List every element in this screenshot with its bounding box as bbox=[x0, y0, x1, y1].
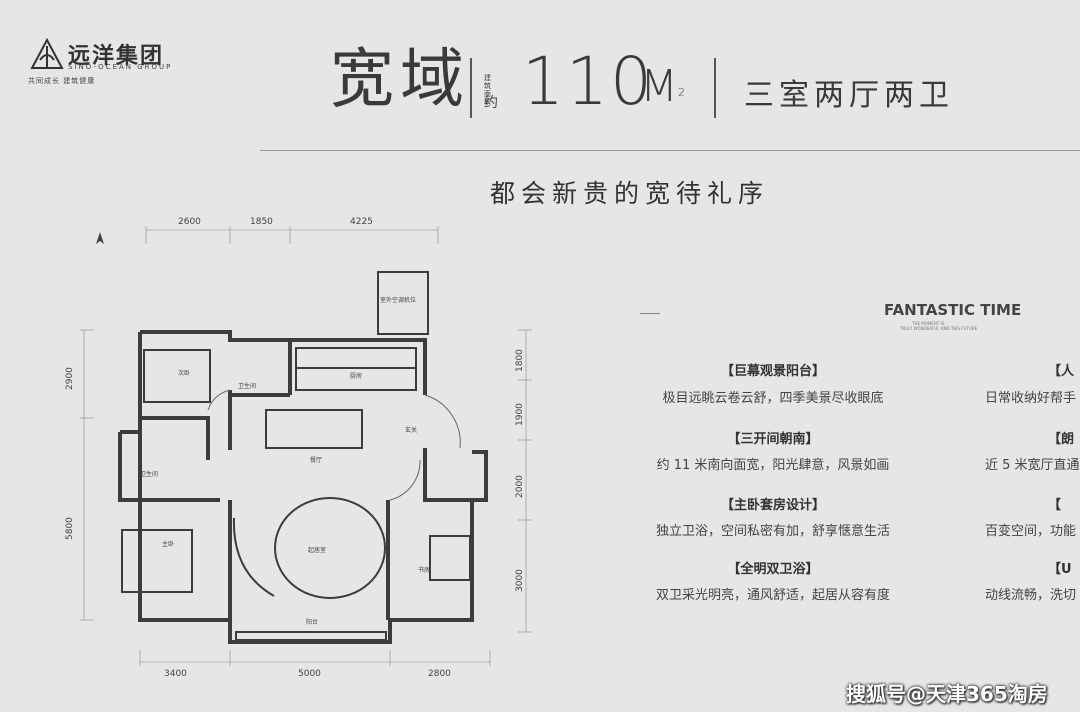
feature-title: 【人 bbox=[1048, 364, 1075, 379]
features-rule bbox=[640, 313, 660, 314]
feature-title: 【朗 bbox=[1048, 432, 1075, 447]
feature-title: 【 bbox=[1048, 498, 1062, 513]
layout-type: 三室两厅两卫 bbox=[744, 78, 954, 113]
unit-name-title: 宽域 bbox=[330, 43, 470, 117]
dim-top-1: 2600 bbox=[178, 217, 201, 227]
dim-top-2: 1850 bbox=[250, 217, 273, 227]
room-bedroom2: 次卧 bbox=[178, 369, 190, 377]
area-value: 110 bbox=[522, 43, 654, 120]
feature-title: 【主卧套房设计】 bbox=[720, 498, 825, 513]
tagline: 都会新贵的宽待礼序 bbox=[490, 179, 770, 208]
dim-left-1: 2900 bbox=[65, 367, 75, 390]
feature-desc: 双卫采光明亮，通风舒适，起居从容有度 bbox=[655, 588, 890, 603]
feature-desc: 日常收纳好帮手 bbox=[985, 391, 1077, 406]
dim-left-2: 5800 bbox=[65, 517, 75, 540]
floor-plan-drawing: 2600 1850 4225 3400 5000 2800 2900 5800 … bbox=[65, 217, 532, 679]
dim-top-3: 4225 bbox=[350, 217, 373, 227]
feature-title: 【巨幕观景阳台】 bbox=[720, 364, 825, 379]
room-balcony: 阳台 bbox=[306, 618, 318, 626]
room-master: 主卧 bbox=[162, 540, 174, 548]
feature-desc: 独立卫浴，空间私密有加，舒享惬意生活 bbox=[655, 524, 890, 539]
north-arrow-icon bbox=[96, 232, 104, 244]
area-note: 建筑面积 bbox=[484, 74, 491, 106]
feature-desc: 约 11 米南向面宽，阳光肆意，风景如画 bbox=[656, 458, 890, 473]
dim-right-1: 1800 bbox=[515, 349, 525, 372]
dim-bottom-2: 5000 bbox=[298, 669, 321, 679]
brand-slogan: 共同成长 建筑健康 bbox=[28, 77, 96, 85]
room-living: 起居室 bbox=[308, 546, 326, 554]
room-dining: 餐厅 bbox=[310, 456, 322, 464]
dim-right-2: 1900 bbox=[515, 403, 525, 426]
dim-right-3: 2000 bbox=[515, 475, 525, 498]
feature-title: 【全明双卫浴】 bbox=[727, 562, 819, 577]
features-subtitle-1: THE MOMENT IS bbox=[912, 321, 945, 326]
header-rule bbox=[260, 150, 1080, 151]
feature-desc: 动线流畅，洗切 bbox=[985, 588, 1077, 603]
sino-ocean-logo-icon bbox=[30, 38, 64, 69]
features-title: FANTASTIC TIME bbox=[884, 301, 1022, 319]
feature-desc: 百变空间，功能 bbox=[985, 524, 1077, 539]
watermark: 搜狐号@天津365淘房 bbox=[846, 682, 1048, 706]
area-approx-label: 约 bbox=[484, 95, 498, 111]
room-bath1: 卫生间 bbox=[238, 382, 256, 390]
divider bbox=[470, 58, 472, 118]
area-unit: M2 bbox=[640, 61, 685, 112]
feature-title: 【U bbox=[1048, 562, 1072, 577]
feature-desc: 极目远眺云卷云舒，四季美景尽收眼底 bbox=[662, 391, 884, 406]
dim-bottom-3: 2800 bbox=[428, 669, 451, 679]
divider bbox=[714, 58, 716, 118]
brand-name-cn: 远洋集团 bbox=[68, 44, 165, 69]
features-subtitle-2: TRULY WONDERFUL AND THIS FUTURE bbox=[900, 326, 978, 331]
feature-title: 【三开间朝南】 bbox=[727, 432, 819, 447]
dim-bottom-1: 3400 bbox=[164, 669, 187, 679]
dim-right-4: 3000 bbox=[515, 569, 525, 592]
brand-name-en: SINO-OCEAN GROUP bbox=[68, 63, 173, 71]
feature-desc: 近 5 米宽厅直通 bbox=[985, 458, 1080, 473]
room-kitchen: 厨房 bbox=[350, 372, 362, 380]
room-entry: 玄关 bbox=[405, 426, 417, 434]
room-bath2: 卫生间 bbox=[140, 470, 158, 478]
room-study: 书房 bbox=[418, 566, 430, 574]
room-ac-platform: 室外空调机位 bbox=[380, 296, 416, 304]
